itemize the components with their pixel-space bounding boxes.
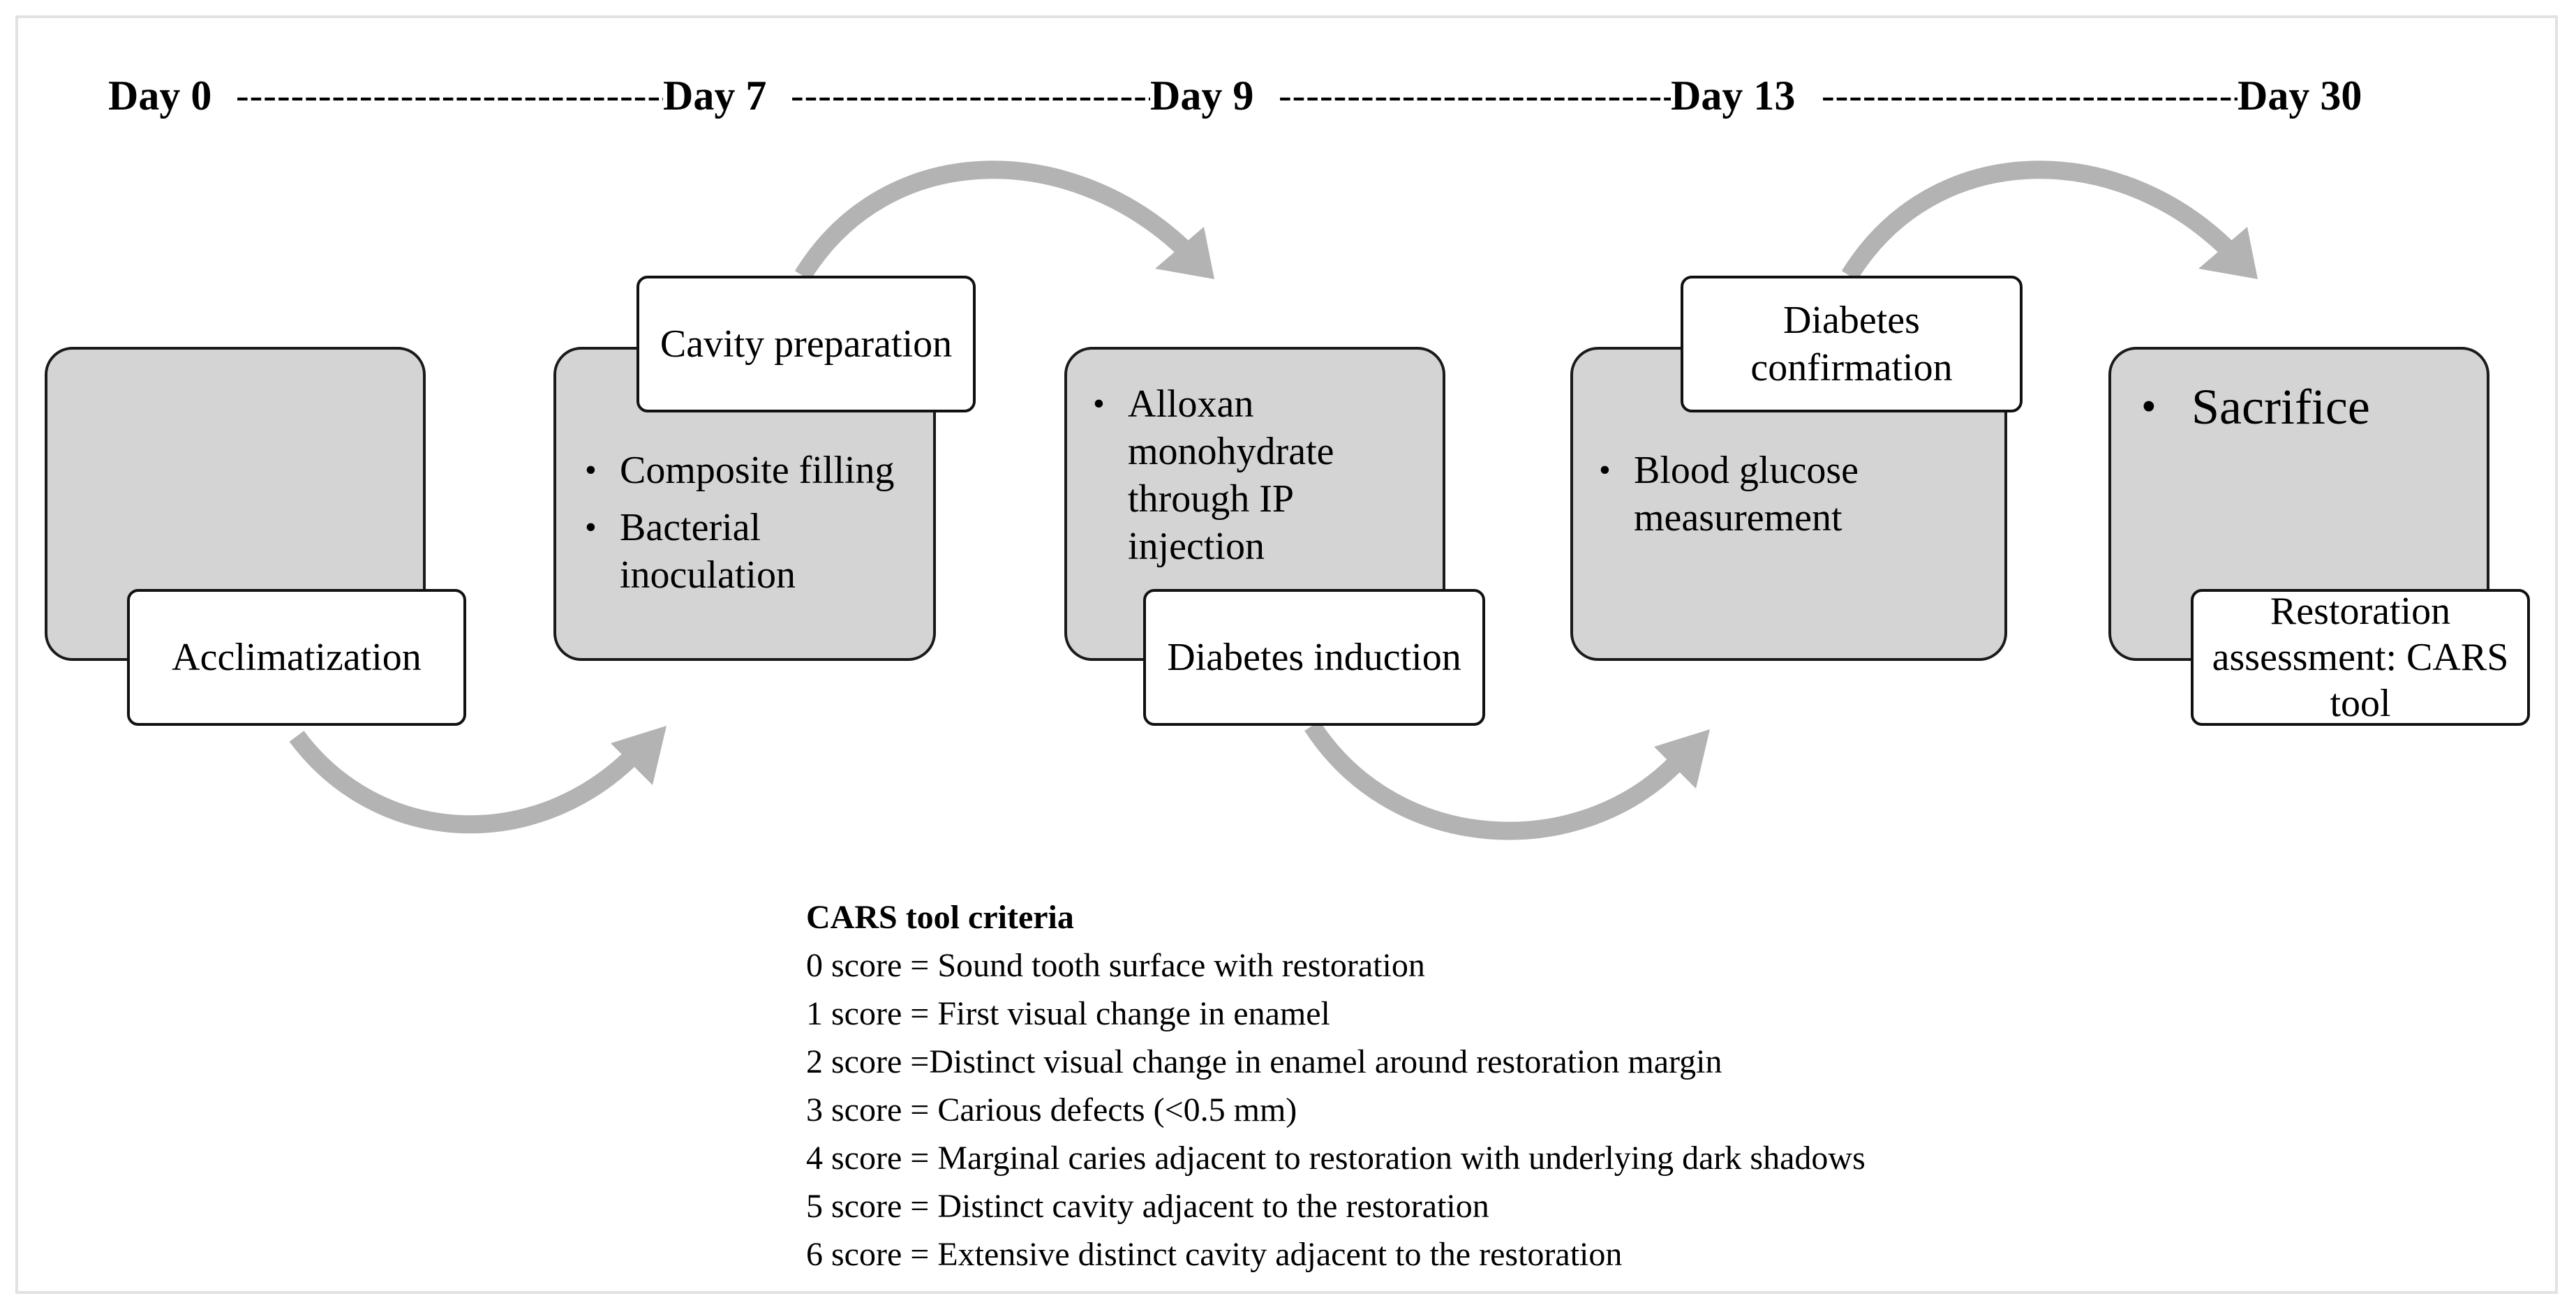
bullet-item: • Alloxan monohydrate through IP injectio… <box>1089 380 1417 570</box>
bullet-item: • Composite filling <box>581 447 909 494</box>
bullet-dot-icon: • <box>2141 383 2157 431</box>
criteria-item: 5 score = Distinct cavity adjacent to th… <box>806 1188 1489 1225</box>
bullet-text: Bacterial inoculation <box>620 506 796 597</box>
timeline-dashes-1: ----------------------------------------… <box>236 74 663 117</box>
bullet-text: Sacrifice <box>2191 379 2370 435</box>
bullet-text: Composite filling <box>620 449 895 492</box>
criteria-item: 3 score = Carious defects (<0.5 mm) <box>806 1091 1297 1128</box>
bullet-item: • Blood glucose measurement <box>1595 447 1972 542</box>
criteria-item: 6 score = Extensive distinct cavity adja… <box>806 1236 1623 1273</box>
bullet-dot-icon: • <box>585 509 597 546</box>
stage-bullets-restoration-assessment: • Sacrifice <box>2136 377 2471 437</box>
cars-criteria-legend: CARS tool criteria 0 score = Sound tooth… <box>806 893 1866 1279</box>
timeline-day-7: Day 7 <box>663 73 767 119</box>
stage-bullets-cavity-preparation: • Composite filling • Bacterial inoculatio… <box>581 447 909 599</box>
arrowhead-icon <box>2198 227 2258 279</box>
criteria-title: CARS tool criteria <box>806 899 1074 936</box>
curved-arrow-icon <box>1304 720 1682 840</box>
timeline-day-13: Day 13 <box>1671 73 1796 119</box>
stage-label-diabetes-confirmation: Diabetes confirmation <box>1681 276 2023 412</box>
arrowhead-icon <box>611 726 667 785</box>
stage-label-acclimatization: Acclimatization <box>127 589 466 726</box>
bullet-text: Alloxan monohydrate through IP injection <box>1128 382 1334 568</box>
arrowhead-icon <box>1155 227 1214 279</box>
bullet-text: Blood glucose measurement <box>1634 449 1859 539</box>
timeline-day-9: Day 9 <box>1150 73 1254 119</box>
timeline-dashes-3: ----------------------------------------… <box>1279 74 1671 117</box>
bullet-dot-icon: • <box>1093 385 1105 422</box>
criteria-item: 2 score =Distinct visual change in ename… <box>806 1043 1722 1080</box>
bullet-item: • Sacrifice <box>2136 377 2471 437</box>
bullet-dot-icon: • <box>585 452 597 489</box>
stage-bullets-diabetes-confirmation: • Blood glucose measurement <box>1595 447 1972 542</box>
stage-label-diabetes-induction: Diabetes induction <box>1143 589 1485 726</box>
curved-arrow-icon <box>1841 161 2233 281</box>
arrowhead-icon <box>1654 729 1710 789</box>
timeline-dashes-4: ----------------------------------------… <box>1822 74 2238 117</box>
stage-label-restoration-assessment: Restoration assessment: CARS tool <box>2191 589 2530 726</box>
bullet-item: • Bacterial inoculation <box>581 504 909 599</box>
stage-label-cavity-preparation: Cavity preparation <box>636 276 976 412</box>
bullet-dot-icon: • <box>1599 452 1611 489</box>
curved-arrow-icon <box>794 161 1189 281</box>
timeline-dashes-2: ----------------------------------------… <box>791 74 1150 117</box>
criteria-item: 0 score = Sound tooth surface with resto… <box>806 947 1425 984</box>
criteria-item: 4 score = Marginal caries adjacent to re… <box>806 1140 1866 1177</box>
timeline-day-0: Day 0 <box>108 73 212 119</box>
criteria-item: 1 score = First visual change in enamel <box>806 995 1330 1032</box>
timeline-header: Day 0 ----------------------------------… <box>0 64 2576 127</box>
figure-frame <box>15 15 2558 1294</box>
timeline-day-30: Day 30 <box>2238 73 2362 119</box>
curved-arrow-icon <box>289 731 639 834</box>
stage-bullets-diabetes-induction: • Alloxan monohydrate through IP injectio… <box>1089 380 1417 570</box>
